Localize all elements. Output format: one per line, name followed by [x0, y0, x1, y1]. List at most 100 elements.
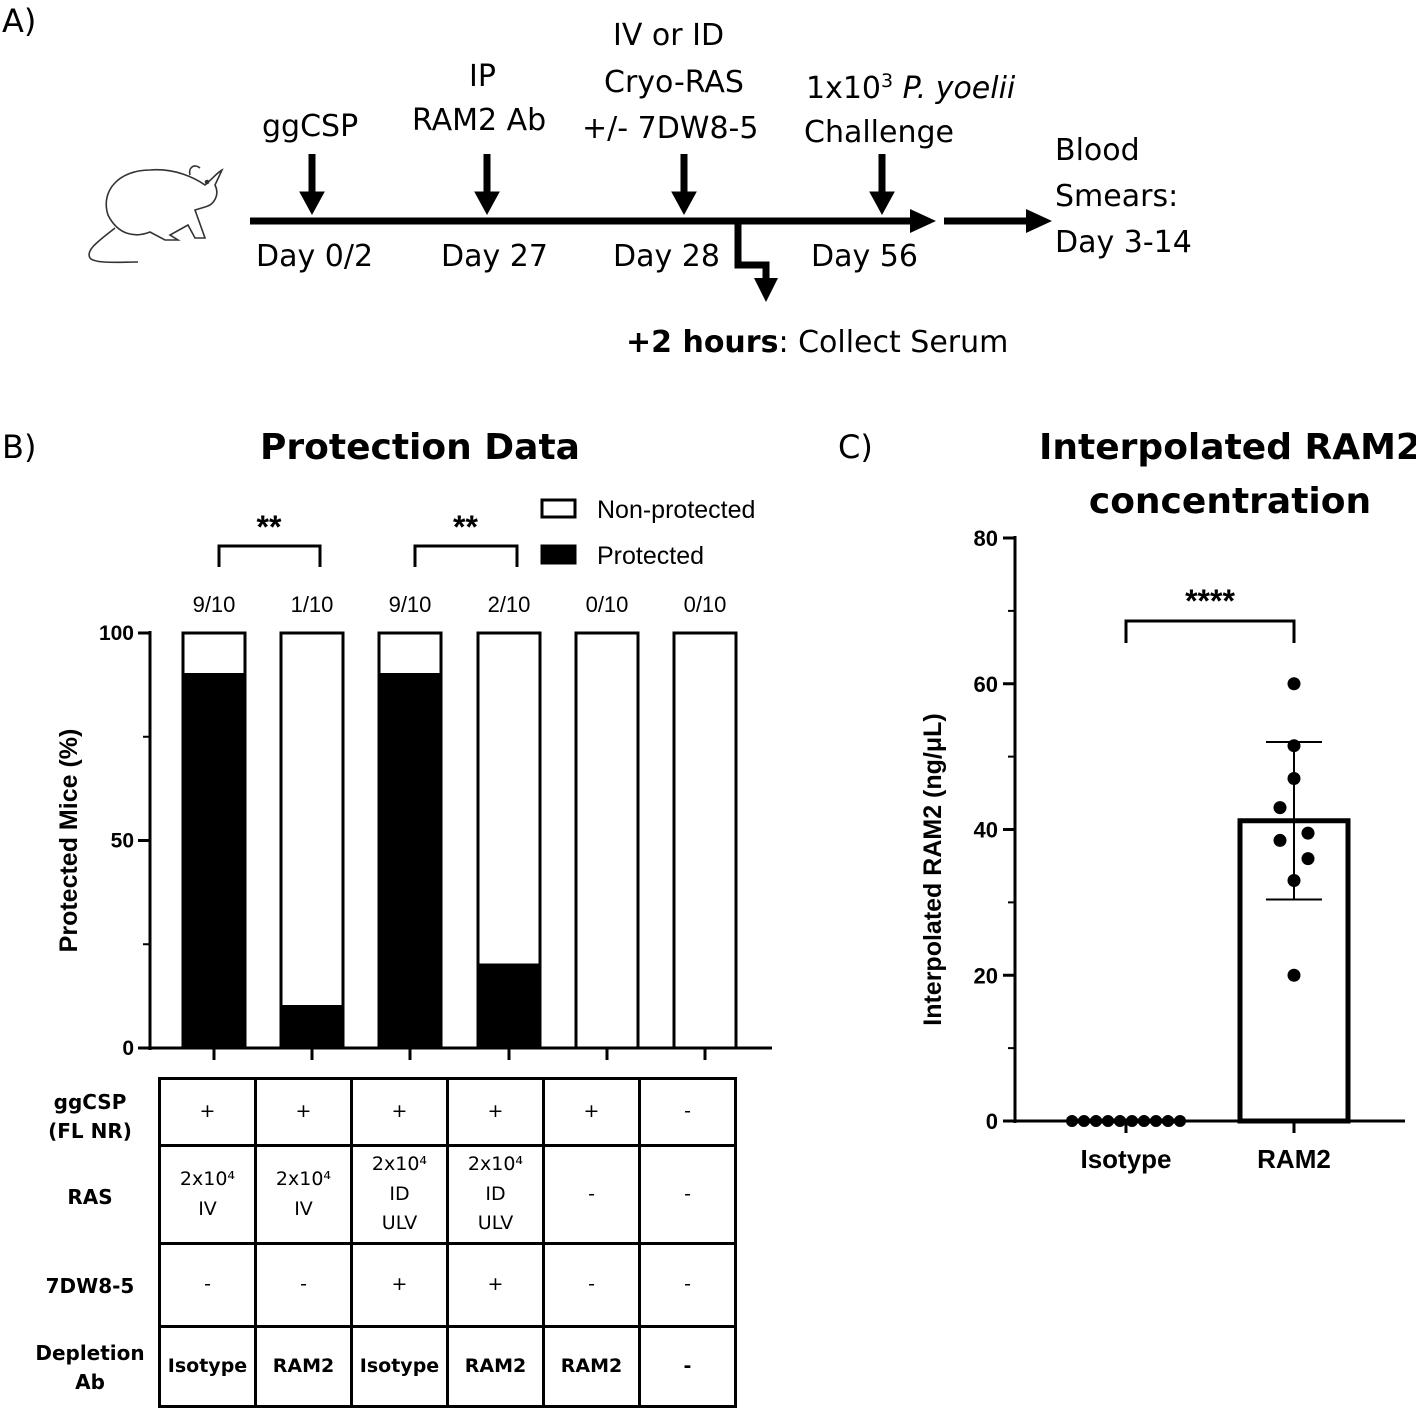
table-cell: +: [542, 1077, 641, 1147]
event-arrows: [299, 154, 895, 216]
y-tick-label: 20: [974, 963, 998, 988]
y-tick-label: 60: [974, 672, 998, 697]
table-cell: -: [638, 1242, 737, 1328]
timeline-arrowhead: [910, 209, 936, 233]
step-ip-label: IP: [469, 59, 496, 94]
significance-bracket: [413, 544, 519, 567]
serum-arrowhead: [754, 278, 778, 302]
table-cell: +: [446, 1077, 545, 1147]
table-cell: +: [158, 1077, 257, 1147]
significance-bracket: [1124, 619, 1296, 643]
table-cell: +: [254, 1077, 353, 1147]
row-label-ras: RAS: [67, 1185, 113, 1209]
step-cryo-ras-label: Cryo-RAS: [604, 65, 744, 100]
table-cell: Isotype: [350, 1325, 449, 1408]
significance-stars: **: [257, 509, 282, 545]
table-row: --++--: [158, 1242, 737, 1328]
table-cell: +: [350, 1077, 449, 1147]
day-27-label: Day 27: [441, 239, 548, 274]
x-tick-label: RAM2: [1257, 1144, 1331, 1174]
ratio-label: 0/10: [586, 592, 629, 617]
ratio-label: 9/10: [389, 592, 432, 617]
smears-label: Smears:: [1055, 179, 1179, 214]
bar-nonprotected: [279, 631, 345, 1050]
bar-protected: [377, 673, 443, 1050]
day-56-label: Day 56: [811, 239, 918, 274]
panel-c-label: C): [838, 428, 873, 466]
legend-swatch-protected: [540, 544, 577, 565]
table-cell: RAM2: [446, 1325, 545, 1408]
significance-stars: ****: [1185, 583, 1235, 619]
table-cell: -: [254, 1242, 353, 1328]
data-point: [1287, 874, 1301, 888]
table-cell: -: [158, 1242, 257, 1328]
table-cell: RAM2: [542, 1325, 641, 1408]
significance-stars: **: [453, 509, 478, 545]
serum-branch-arrow: [734, 221, 770, 282]
panel-b-title: Protection Data: [260, 427, 580, 468]
data-point: [1162, 1115, 1174, 1127]
table-cell: -: [542, 1144, 641, 1245]
table-cell: -: [638, 1325, 737, 1408]
day-0-2-label: Day 0/2: [256, 239, 374, 274]
y-tick-label: 100: [99, 622, 134, 645]
serum-collection-label: +2 hours: Collect Serum: [626, 325, 1009, 360]
table-cell: -: [542, 1242, 641, 1328]
data-point: [1287, 771, 1301, 785]
smear-days-label: Day 3-14: [1055, 225, 1192, 260]
data-point: [1301, 852, 1315, 866]
bar-protected: [279, 1005, 345, 1050]
step-ggcsp-label: ggCSP: [262, 109, 359, 144]
table-cell: +: [350, 1242, 449, 1328]
y-axis-label: Protected Mice (%): [55, 729, 83, 953]
bar-protected: [476, 963, 542, 1050]
data-point: [1273, 833, 1287, 847]
data-point: [1301, 826, 1315, 840]
bar-protected: [181, 673, 247, 1050]
panel-c-title-line2: concentration: [1088, 481, 1372, 522]
step-challenge-label: Challenge: [804, 115, 954, 150]
y-tick-label: 0: [986, 1109, 998, 1134]
panel-c-title-line1: Interpolated RAM2: [1039, 427, 1416, 468]
data-point: [1066, 1115, 1078, 1127]
ratio-label: 0/10: [684, 592, 727, 617]
ratio-label: 2/10: [488, 592, 531, 617]
data-point: [1126, 1115, 1138, 1127]
y-tick-label: 0: [122, 1037, 134, 1060]
data-point: [1174, 1115, 1186, 1127]
legend-label-nonprotected: Non-protected: [597, 496, 755, 524]
bar-nonprotected: [574, 631, 640, 1050]
data-point: [1150, 1115, 1162, 1127]
day-28-label: Day 28: [613, 239, 720, 274]
row-label-ggcsp: ggCSP(FL NR): [48, 1090, 132, 1143]
data-point: [1102, 1115, 1114, 1127]
legend-label-protected: Protected: [597, 542, 704, 570]
table-row: +++++-: [158, 1077, 737, 1147]
bar-nonprotected: [672, 631, 738, 1050]
step-challenge-dose: 1x103 P. yoelii: [806, 70, 1016, 106]
step-ivid-label: IV or ID: [613, 18, 725, 53]
table-cell: RAM2: [254, 1325, 353, 1408]
table-cell: -: [638, 1077, 737, 1147]
row-label-7dw8: 7DW8-5: [45, 1274, 135, 1298]
x-tick-label: Isotype: [1080, 1144, 1171, 1174]
data-point: [1138, 1115, 1150, 1127]
table-cell: Isotype: [158, 1325, 257, 1408]
timeline-diagram: [88, 154, 1052, 302]
panel-b-label: B): [2, 428, 37, 466]
y-axis-label: Interpolated RAM2 (ng/μL): [919, 713, 947, 1026]
data-point: [1287, 739, 1301, 753]
data-point: [1287, 677, 1301, 691]
smear-arrowhead: [1026, 209, 1052, 233]
panel-a-label: A): [2, 2, 37, 40]
table-cell: +: [446, 1242, 545, 1328]
table-cell: -: [638, 1144, 737, 1245]
